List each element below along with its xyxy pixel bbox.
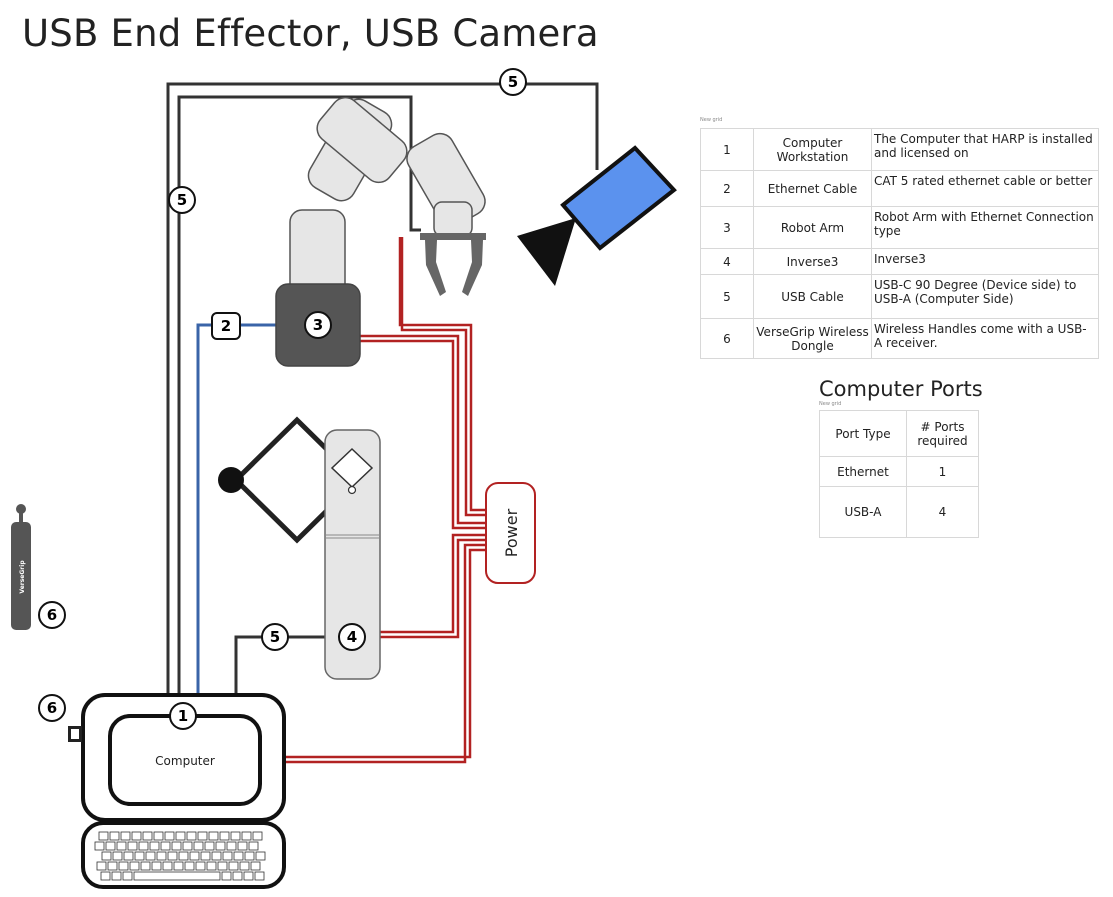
ports-cell-type: USB-A (819, 486, 907, 538)
svg-text:6: 6 (47, 606, 57, 624)
legend-cell-desc: Wireless Handles come with a USB-A recei… (871, 318, 1099, 359)
ethernet-cable (196, 323, 290, 700)
marker-6-dongle: 6 (38, 694, 66, 722)
marker-3-robot: 3 (304, 311, 332, 339)
usb-cable-inverse3 (234, 635, 330, 700)
computer-label: Computer (155, 754, 215, 768)
svg-text:6: 6 (47, 699, 57, 717)
ports-title: Computer Ports (819, 377, 983, 401)
svg-text:4: 4 (347, 628, 357, 646)
gripper-icon (420, 233, 486, 296)
ports-table: Port Type # Ports required Ethernet 1 US… (819, 410, 979, 538)
legend-cell-num: 3 (700, 206, 754, 249)
legend-cell-item: Inverse3 (753, 248, 872, 275)
usb-dongle-icon (68, 726, 82, 742)
versegrip-handle-icon: VerseGrip (11, 504, 31, 630)
legend-cell-desc: Inverse3 (871, 248, 1099, 275)
legend-cell-num: 5 (700, 274, 754, 319)
legend-cell-desc: Robot Arm with Ethernet Connection type (871, 206, 1099, 249)
legend-cell-desc: CAT 5 rated ethernet cable or better (871, 170, 1099, 207)
marker-5-end-effector: 5 (168, 186, 196, 214)
camera-icon (517, 145, 677, 286)
legend-cell-num: 4 (700, 248, 754, 275)
page-title: USB End Effector, USB Camera (22, 12, 599, 55)
usb-cable-end-effector (177, 95, 421, 700)
power-label: Power (502, 508, 521, 557)
versegrip-label: VerseGrip (19, 560, 26, 594)
marker-2-ethernet: 2 (211, 312, 241, 340)
ports-cell-type: Ethernet (819, 456, 907, 487)
legend-cell-item: Ethernet Cable (753, 170, 872, 207)
robot-arm-icon (275, 96, 486, 367)
svg-text:3: 3 (313, 316, 323, 334)
legend-cell-item: VerseGrip Wireless Dongle (753, 318, 872, 359)
svg-text:1: 1 (178, 707, 188, 725)
ports-cell-count: 4 (906, 486, 979, 538)
ports-header-count: # Ports required (906, 410, 979, 457)
svg-text:5: 5 (177, 191, 187, 209)
marker-6-versegrip: 6 (38, 601, 66, 629)
usb-cable-camera (166, 82, 599, 700)
marker-1-computer: 1 (169, 702, 197, 730)
power-supply: Power (485, 482, 536, 584)
svg-text:5: 5 (270, 628, 280, 646)
svg-text:5: 5 (508, 73, 518, 91)
legend-cell-desc: USB-C 90 Degree (Device side) to USB-A (… (871, 274, 1099, 319)
computer-icon: Computer (81, 693, 286, 822)
ports-grid-caption: New grid (819, 401, 842, 407)
marker-5-camera: 5 (499, 68, 527, 96)
keyboard-icon (81, 821, 286, 889)
legend-cell-item: Robot Arm (753, 206, 872, 249)
legend-cell-num: 2 (700, 170, 754, 207)
ports-cell-count: 1 (906, 456, 979, 487)
svg-text:2: 2 (221, 317, 231, 335)
marker-5-inverse3: 5 (261, 623, 289, 651)
legend-cell-item: Computer Workstation (753, 128, 872, 171)
ports-header-type: Port Type (819, 410, 907, 457)
legend-cell-num: 1 (700, 128, 754, 171)
marker-4-inverse3: 4 (338, 623, 366, 651)
inverse3-device-icon (218, 416, 381, 680)
legend-cell-num: 6 (700, 318, 754, 359)
legend-grid-caption: New grid (700, 117, 723, 123)
legend-cell-desc: The Computer that HARP is installed and … (871, 128, 1099, 171)
power-cables (285, 237, 487, 764)
legend-cell-item: USB Cable (753, 274, 872, 319)
